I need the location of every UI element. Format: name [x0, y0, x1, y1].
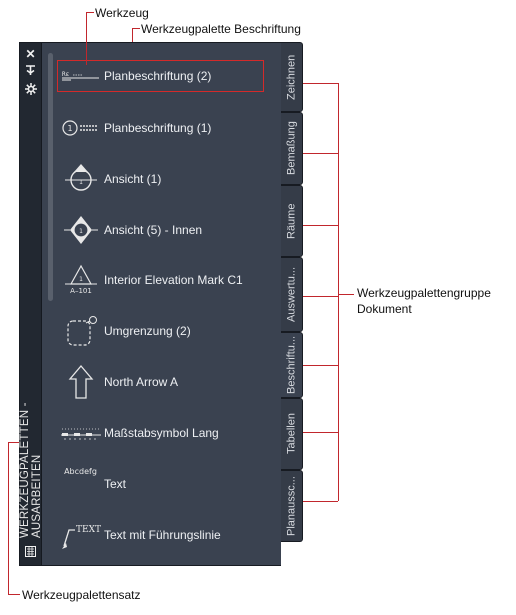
- north-arrow-icon: [58, 365, 103, 399]
- tool-label: Maßstabsymbol Lang: [104, 426, 219, 440]
- tool-item[interactable]: Abcdefg Text: [58, 467, 263, 499]
- tool-item[interactable]: 1 Planbeschriftung (1): [58, 113, 263, 143]
- tab-auswertung[interactable]: Auswertu...: [281, 257, 303, 332]
- text-icon: Abcdefg: [58, 467, 103, 499]
- tool-label: Text: [104, 477, 127, 491]
- tool-item[interactable]: North Arrow A: [58, 365, 263, 399]
- interior-view-icon: 1: [58, 215, 103, 245]
- tool-item[interactable]: Maßstabsymbol Lang: [58, 418, 263, 448]
- callout-line: [8, 594, 20, 595]
- autohide-icon[interactable]: [24, 64, 37, 77]
- tool-label: Ansicht (1): [104, 172, 162, 186]
- tool-label: Planbeschriftung (2): [104, 69, 212, 83]
- tool-item[interactable]: 1 Ansicht (1): [58, 164, 263, 194]
- callout-line: [132, 28, 140, 29]
- tool-label: Umgrenzung (2): [104, 324, 191, 338]
- tool-label: Interior Elevation Mark C1: [104, 273, 243, 287]
- callout-line: [303, 296, 338, 297]
- tool-item[interactable]: Umgrenzung (2): [58, 316, 263, 346]
- palette-titlebar: ✕ WERKZEUGPALETTEN - AUSARBEITEN: [19, 43, 43, 565]
- svg-text:Rɛ: Rɛ: [62, 71, 70, 78]
- tool-palette: ✕ WERKZEUGPALETTEN - AUSARBEITEN Rɛ Plan…: [19, 42, 281, 566]
- callout-line: [86, 12, 94, 13]
- callout-line: [303, 365, 338, 366]
- section-view-icon: 1: [58, 164, 103, 194]
- tab-beschriftung[interactable]: Beschriftu...: [281, 332, 303, 398]
- view-title-number-icon: 1: [58, 113, 103, 143]
- callout-set: Werkzeugpalettensatz: [22, 588, 141, 602]
- tool-label: Planbeschriftung (1): [104, 121, 212, 135]
- callout-palette: Werkzeugpalette Beschriftung: [141, 22, 301, 36]
- elevation-reference: A–101: [70, 287, 92, 295]
- palette-menu-icon[interactable]: [24, 545, 37, 558]
- palette-content: Rɛ Planbeschriftung (2) 1 Planbeschriftu…: [42, 43, 281, 565]
- tab-tabellen[interactable]: Tabellen: [281, 398, 303, 470]
- view-title-icon: Rɛ: [58, 61, 103, 91]
- tab-planausschnitt[interactable]: Planaussc...: [281, 470, 303, 542]
- svg-text:1: 1: [79, 228, 83, 235]
- properties-icon[interactable]: [24, 82, 37, 95]
- callout-tool: Werkzeug: [95, 6, 149, 20]
- callout-line: [8, 442, 9, 595]
- callout-line: [303, 501, 338, 502]
- leader-text-sample: TEXT: [76, 525, 101, 535]
- scale-bar-icon: [58, 418, 103, 448]
- tool-label: Text mit Führungslinie: [104, 528, 221, 542]
- callout-line: [303, 432, 338, 433]
- palette-set-title: WERKZEUGPALETTEN - AUSARBEITEN: [19, 402, 43, 538]
- callout-group-line1: Werkzeugpalettengruppe: [357, 286, 491, 300]
- callout-line: [303, 153, 338, 154]
- close-icon[interactable]: ✕: [25, 46, 36, 61]
- tool-item[interactable]: 1 Ansicht (5) - Innen: [58, 215, 263, 245]
- leader-text-icon: TEXT: [58, 520, 103, 550]
- tab-bemassung[interactable]: Bemaßung: [281, 112, 303, 185]
- tool-item[interactable]: Rɛ Planbeschriftung (2): [57, 60, 264, 92]
- tool-label: Ansicht (5) - Innen: [104, 223, 203, 237]
- callout-group-line2: Dokument: [357, 302, 412, 316]
- svg-text:1: 1: [79, 179, 83, 186]
- callout-line: [303, 83, 338, 84]
- boundary-icon: [58, 316, 103, 346]
- text-sample: Abcdefg: [64, 467, 97, 476]
- callout-line: [338, 83, 339, 501]
- tool-label: North Arrow A: [104, 375, 179, 389]
- tab-zeichnen[interactable]: Zeichnen: [281, 42, 303, 112]
- callout-line: [303, 225, 338, 226]
- tab-raeume[interactable]: Räume: [281, 185, 303, 257]
- scrollbar[interactable]: [48, 53, 53, 301]
- view-number: 1: [67, 124, 72, 133]
- tool-item[interactable]: TEXT Text mit Führungslinie: [58, 520, 263, 550]
- callout-line: [339, 294, 354, 295]
- elevation-number: 1: [79, 276, 83, 283]
- callout-line: [132, 28, 133, 42]
- callout-line: [8, 442, 19, 443]
- callout-line: [86, 12, 87, 65]
